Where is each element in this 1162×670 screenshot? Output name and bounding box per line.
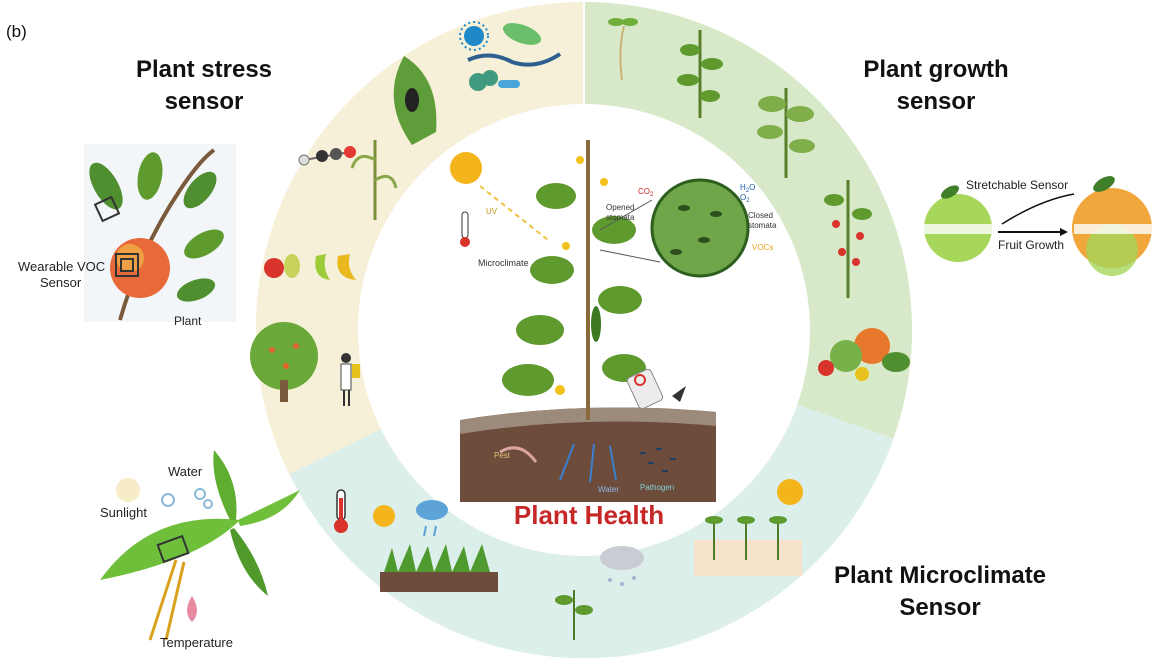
label-wearable-voc-1: Wearable VOC: [18, 259, 105, 274]
label-h2o-tail: O: [749, 183, 755, 192]
fruiting-plant-icon: [824, 180, 872, 298]
label-o2-sub: 2: [746, 198, 750, 204]
heading-stress-line1: Plant stress: [135, 56, 273, 83]
sprayer-bottle-icon: [626, 368, 686, 410]
center-thermometer-icon: [460, 211, 470, 247]
pathogen-particles: [640, 448, 676, 472]
fruits-ripening-icon: [264, 254, 356, 280]
label-uv: UV: [486, 207, 498, 216]
label-h2o-base: H: [740, 183, 746, 192]
soil-block: [460, 407, 716, 502]
label-water-left: Water: [168, 464, 203, 479]
heading-growth-line1: Plant growth: [863, 56, 1009, 83]
thermometer-icon: [334, 489, 348, 533]
panel-label: (b): [6, 22, 27, 41]
label-plant: Plant: [174, 314, 202, 328]
rain-cloud-icon: [416, 500, 448, 537]
label-co2: CO2: [638, 187, 654, 198]
seedlings-soil-icon: [694, 516, 802, 576]
label-water-center: Water: [598, 485, 619, 494]
label-opened-stomata-2: stomata: [606, 213, 635, 222]
snow-cloud-icon: [600, 546, 644, 586]
label-stretchable-sensor: Stretchable Sensor: [966, 178, 1068, 192]
tomato-plant-icon: [757, 88, 815, 178]
leaf-beetle-icon: [393, 56, 437, 145]
label-microclimate: Microclimate: [478, 258, 529, 268]
label-sunlight: Sunlight: [100, 505, 147, 520]
label-vocs: VOCs: [752, 243, 773, 252]
center-title-plant-health: Plant Health: [513, 500, 665, 530]
label-h2o-sub: 2: [746, 188, 750, 194]
center-sun-icon: [450, 152, 549, 241]
heading-micro-line2: Sensor: [899, 594, 981, 621]
sun-icon-right: [777, 479, 803, 505]
label-closed-stomata-2: stomata: [748, 221, 777, 230]
label-pathogen: Pathogen: [640, 483, 674, 492]
label-o2: O2: [740, 193, 750, 204]
label-o2-base: O: [740, 193, 746, 202]
label-co2-base: CO: [638, 187, 650, 196]
label-temperature: Temperature: [160, 635, 233, 650]
label-pest: Pest: [494, 451, 511, 460]
heading-plant-stress-sensor: Plant stress sensor: [104, 54, 304, 118]
label-co2-sub: 2: [650, 192, 654, 198]
label-closed-stomata-1: Closed: [748, 211, 773, 220]
young-plant-icon: [677, 30, 723, 118]
heading-growth-line2: sensor: [896, 88, 976, 115]
corn-plant-icon: [350, 140, 398, 220]
sprayer-person-icon: [340, 353, 360, 406]
leaf-sensor-illustration: [100, 450, 300, 641]
pathogen-icons: [459, 21, 562, 91]
label-opened-stomata-1: Opened: [606, 203, 634, 212]
molecule-icon: [298, 146, 356, 166]
fruit-growth-illustration: [924, 176, 1154, 276]
grass-soil-icon: [380, 544, 498, 592]
fruit-tree-icon: [250, 322, 318, 402]
vegetables-harvest-icon: [818, 328, 910, 381]
seedling-icon: [608, 18, 638, 81]
label-h2o: H2O: [740, 183, 755, 194]
sapling-icon: [555, 590, 593, 640]
heading-plant-growth-sensor: Plant growth sensor: [836, 54, 1036, 118]
peach-branch-illustration: [84, 144, 236, 322]
water-arrows: [559, 443, 617, 483]
sun-icon: [373, 505, 395, 527]
label-wearable-voc-2: Sensor: [40, 275, 82, 290]
cucumber-plant: [502, 140, 646, 420]
stomata-magnifier: [599, 178, 750, 278]
heading-micro-line1: Plant Microclimate: [833, 562, 1047, 589]
heading-stress-line2: sensor: [164, 88, 244, 115]
label-fruit-growth: Fruit Growth: [998, 238, 1064, 252]
heading-plant-microclimate-sensor: Plant Microclimate Sensor: [800, 560, 1080, 624]
